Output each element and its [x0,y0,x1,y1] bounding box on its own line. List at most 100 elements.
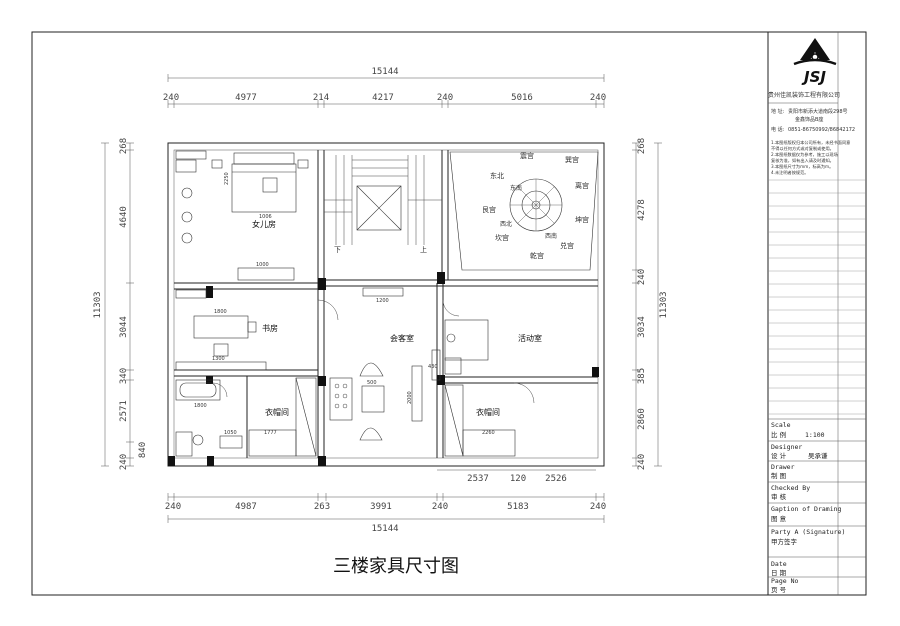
compass-label: 坎宫 [495,233,509,242]
drawing-title: 三楼家具尺寸图 [333,556,459,577]
compass-label: 兑宫 [560,241,574,250]
dim-top-seg: 5016 [511,93,533,103]
phone-number: 0851-86750992/86842172 [788,127,855,133]
dim-bottom-seg: 3991 [370,502,392,512]
field-label-en: Gaption of Draming [771,505,842,513]
note-line: 3.本图纸尺寸为mm，标高为m。 [771,163,833,170]
compass-label: 巽宫 [565,155,579,164]
room-label-closet-left: 衣帽间 [265,407,289,417]
field-label-zh: 制 图 [771,471,786,480]
study-room: 1800 1300 书房 [175,289,278,371]
room-label-daughter: 女儿房 [252,219,276,229]
compass-label: 震宫 [520,151,534,160]
stair-up-label: 上 [420,245,427,254]
dim-left-seg: 840 [138,442,148,458]
compass-label: 艮宫 [482,205,496,214]
field-label-zh: 甲方签字 [771,537,798,546]
company-name: 贵州佳凯装饰工程有限公司 [768,91,840,99]
company-logo: JSJ [793,38,837,86]
note-line: 复核为准，如有出入请及时通知。 [771,157,834,164]
feng-shui-compass: 震宫 巽宫 离宫 坤宫 兑宫 乾宫 坎宫 艮宫 东北 东南 西南 西北 [449,151,599,271]
room-label-closet-right: 衣帽间 [476,407,500,417]
room-label-activity: 活动室 [518,333,542,343]
field-label-en: Checked By [771,484,810,492]
dim-bottom-seg: 263 [314,502,330,512]
ruled-lines [768,179,866,415]
designer-value: 吴承谦 [808,451,828,460]
dim-top-seg: 240 [163,93,179,103]
field-label-en: Page No [771,577,798,585]
dim-parlor-side: 2000 [407,391,413,404]
dim-right-total: 11303 [659,291,669,318]
scale-value: 1:100 [805,431,825,439]
dim-left-seg: 3044 [119,316,129,338]
dim-bed-bottom: 1006 [259,214,272,220]
parlor-table [361,385,385,413]
note-line: 不得以任何方式或对复制或使用。 [771,145,834,152]
staircase: 下 上 [324,155,442,254]
title-fields: Scale 比 例 1:100 Designer 设 计 吴承谦 Drawer … [768,418,866,594]
compass-label: 东南 [510,184,522,192]
compass-label: 东北 [490,171,504,180]
dim-study-shelf: 1300 [212,356,225,362]
phone-label: 电 话: [771,126,785,133]
dim-top-seg: 4977 [235,93,257,103]
note-line: 1.本图纸版权归本公司所有，未经书面同意 [771,139,850,146]
dim-top-total: 15144 [371,67,398,77]
address-label: 地 址: [771,108,785,115]
field-label-zh: 日 期 [771,569,787,577]
dim-right-seg: 268 [637,138,647,154]
dim-bath: 1800 [194,403,207,409]
field-label-zh: 比 例 [771,430,786,439]
dimension-lines [101,74,662,523]
dim-right-seg: 2860 [637,408,647,430]
dim-study-desk: 1800 [214,309,227,315]
dim-right-seg: 385 [637,368,647,384]
activity-room: 活动室 [444,319,542,375]
dim-right-seg: 240 [637,454,647,470]
dim-top-seg: 214 [313,93,329,103]
sheet-border [31,31,867,596]
dim-bath2: 1050 [224,430,237,436]
dimension-texts: 15144 240 4977 214 4217 240 5016 240 240… [93,67,669,534]
compass-label: 西北 [500,220,512,228]
parlor-room: 1200 500 2000 430 会客室 [329,287,441,441]
dim-top-seg: 4217 [372,93,394,103]
closet-right: 2260 衣帽间 [444,384,516,457]
stair-down-label: 下 [334,246,341,254]
compass-label: 西南 [545,232,557,240]
field-label-zh: 页 号 [771,586,787,594]
dim-closet-left: 1777 [264,430,277,436]
room-label-study: 书房 [262,323,278,333]
note-line: 4.未注明者按规范。 [771,169,809,176]
compass-label: 乾宫 [530,251,544,260]
dim-bottom-seg: 240 [432,502,448,512]
bathtub [175,379,221,401]
dim-parlor-top: 1200 [376,298,389,304]
dim-desk: 1000 [256,262,269,268]
dim-left-seg: 240 [119,454,129,470]
field-label-zh: 审 核 [771,492,787,501]
logo-text: JSJ [801,68,826,86]
address-line-2: 金鑫饰品B座 [795,116,823,123]
address-line-1: 贵阳市新添大道南段298号 [788,108,848,115]
field-label-en: Party A (Signature) [771,528,845,536]
dim-bottom-seg: 4987 [235,502,257,512]
dim-left-seg: 2571 [119,400,129,422]
dim-parlor-table: 500 [367,380,377,386]
field-label-en: Scale [771,421,791,429]
closet-left: 1777 衣帽间 [248,377,317,457]
dim-bottom-seg: 240 [165,502,181,512]
walls [167,142,605,467]
field-label-en: Drawer [771,463,795,471]
title-block: JSJ 贵州佳凯装饰工程有限公司 地 址: 贵阳市新添大道南段298号 金鑫饰品… [767,32,866,595]
study-desk [193,315,249,339]
room-label-parlor: 会客室 [390,333,414,343]
dim-right-seg: 3034 [637,316,647,338]
compass-label: 坤宫 [575,215,589,224]
compass-label: 离宫 [575,181,589,190]
dim-left-seg: 268 [119,138,129,154]
dim-left-seg: 340 [119,368,129,384]
dim-bed-top: 2250 [224,172,230,185]
